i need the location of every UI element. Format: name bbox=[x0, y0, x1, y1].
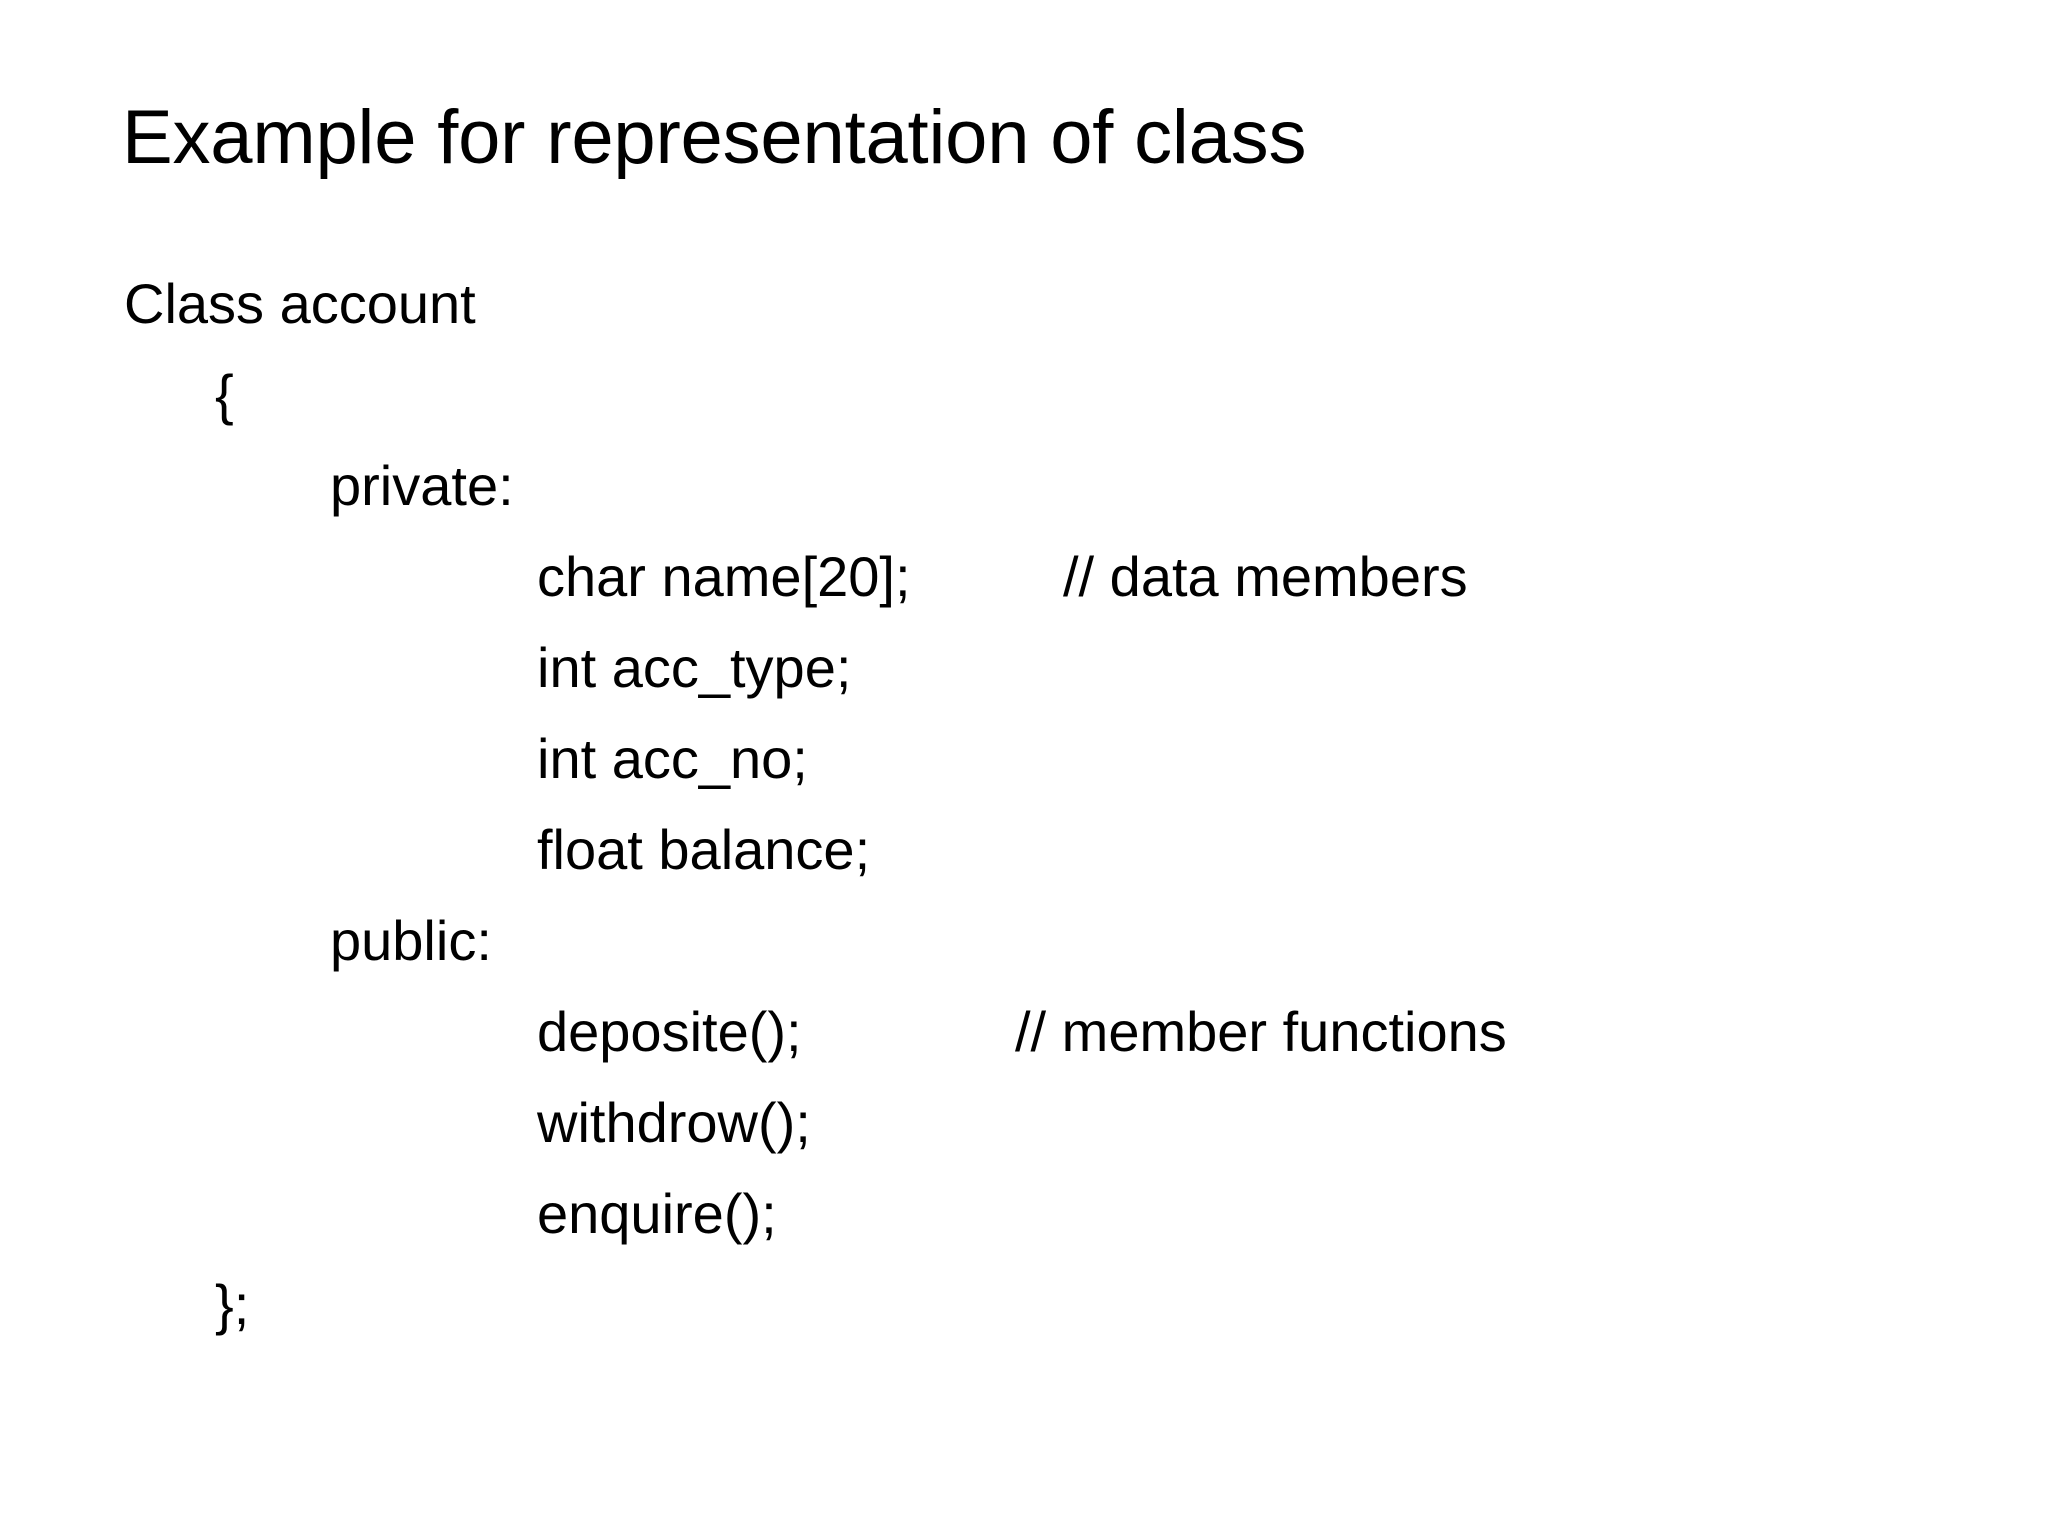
code-line-text: float balance; bbox=[537, 818, 871, 881]
code-line-comment: // data members bbox=[1063, 545, 1468, 608]
code-line-text: private: bbox=[330, 454, 514, 517]
code-line: char name[20]; // data members bbox=[0, 531, 2048, 622]
code-line: float balance; bbox=[0, 804, 2048, 895]
code-block: Class account { private: char name[20]; … bbox=[0, 258, 2048, 1350]
code-line-text: char name[20]; bbox=[537, 545, 911, 608]
code-line-comment: // member functions bbox=[1015, 1000, 1507, 1063]
code-line: enquire(); bbox=[0, 1168, 2048, 1259]
code-line: public: bbox=[0, 895, 2048, 986]
code-line: private: bbox=[0, 440, 2048, 531]
code-line: deposite(); // member functions bbox=[0, 986, 2048, 1077]
code-line-text: enquire(); bbox=[537, 1182, 777, 1245]
code-line: int acc_type; bbox=[0, 622, 2048, 713]
code-line: Class account bbox=[0, 258, 2048, 349]
code-line: int acc_no; bbox=[0, 713, 2048, 804]
code-line-text: int acc_no; bbox=[537, 727, 808, 790]
code-line: withdrow(); bbox=[0, 1077, 2048, 1168]
code-line-text: int acc_type; bbox=[537, 636, 852, 699]
code-line-text: public: bbox=[330, 909, 492, 972]
code-line: { bbox=[0, 349, 2048, 440]
code-line-text: withdrow(); bbox=[537, 1091, 811, 1154]
code-line-text: deposite(); bbox=[537, 1000, 802, 1063]
code-line-text: }; bbox=[215, 1273, 250, 1336]
code-line-text: { bbox=[215, 363, 234, 426]
page-title: Example for representation of class bbox=[122, 95, 1307, 180]
code-line-text: Class account bbox=[124, 272, 476, 335]
code-line: }; bbox=[0, 1259, 2048, 1350]
